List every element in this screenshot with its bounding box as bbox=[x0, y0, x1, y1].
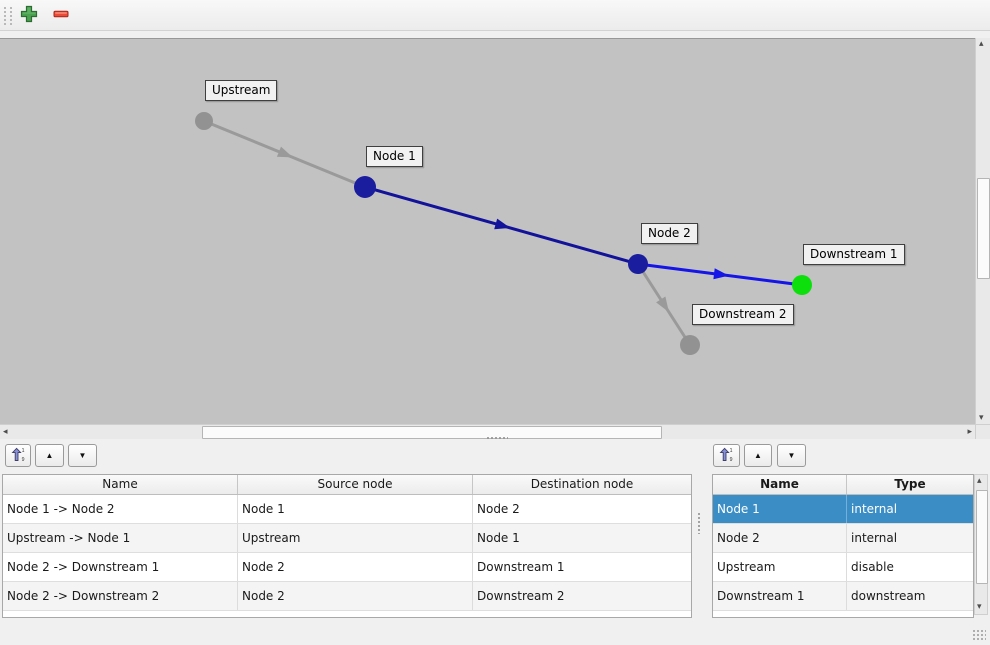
table-cell[interactable]: downstream bbox=[851, 589, 926, 603]
edge-arrow-icon bbox=[656, 296, 669, 313]
graph-vertical-scrollbar[interactable]: ▴ ▾ bbox=[975, 38, 990, 425]
graph-svg bbox=[195, 112, 812, 355]
up-triangle-icon: ▲ bbox=[754, 450, 762, 460]
horizontal-splitter-handle[interactable] bbox=[486, 436, 508, 440]
scrollbar-corner bbox=[975, 424, 990, 439]
node-label[interactable]: Node 1 bbox=[366, 146, 423, 167]
scroll-left-icon[interactable]: ◂ bbox=[3, 427, 8, 437]
table-cell[interactable]: Upstream -> Node 1 bbox=[3, 524, 238, 552]
table-cell[interactable]: Node 1 bbox=[477, 531, 520, 545]
table-row[interactable]: Node 2 internal bbox=[713, 524, 973, 553]
node-label[interactable]: Node 2 bbox=[641, 223, 698, 244]
plus-icon bbox=[20, 5, 38, 26]
toolbar-drag-handle[interactable] bbox=[4, 7, 12, 25]
nodes-table-scrollbar[interactable]: ▴ ▾ bbox=[974, 474, 988, 615]
table-cell[interactable]: Node 2 bbox=[238, 582, 473, 610]
table-row[interactable]: Node 1 internal bbox=[713, 495, 973, 524]
svg-text:1: 1 bbox=[730, 448, 733, 454]
down-triangle-icon: ▼ bbox=[787, 450, 796, 460]
graph-node[interactable] bbox=[792, 275, 812, 295]
graph-horizontal-scrollbar[interactable]: ◂ ▸ bbox=[0, 424, 975, 439]
scroll-right-icon[interactable]: ▸ bbox=[967, 427, 972, 437]
column-header-name[interactable]: Name bbox=[713, 475, 847, 494]
move-node-down-button[interactable]: ▼ bbox=[777, 444, 806, 467]
horizontal-scrollbar-thumb[interactable] bbox=[202, 426, 662, 439]
graph-node[interactable] bbox=[354, 176, 376, 198]
table-cell[interactable]: disable bbox=[851, 560, 894, 574]
column-header-source-node[interactable]: Source node bbox=[238, 475, 473, 494]
add-button[interactable] bbox=[17, 4, 41, 27]
table-cell[interactable]: internal bbox=[851, 502, 898, 516]
table-cell[interactable]: Node 1 bbox=[713, 495, 847, 523]
edges-table-header: Name Source node Destination node bbox=[3, 475, 691, 495]
up-triangle-icon: ▲ bbox=[45, 450, 54, 460]
table-cell[interactable]: Node 2 bbox=[713, 524, 847, 552]
table-row[interactable]: Upstream disable bbox=[713, 553, 973, 582]
graph-node[interactable] bbox=[680, 335, 700, 355]
vertical-scrollbar-thumb[interactable] bbox=[977, 178, 990, 279]
move-edge-up-button[interactable]: ▲ bbox=[35, 444, 64, 467]
edge-arrow-icon bbox=[494, 218, 511, 230]
scroll-up-icon[interactable]: ▴ bbox=[979, 39, 984, 49]
sort-nodes-button[interactable]: 1 9 bbox=[713, 444, 740, 467]
sort-ascending-icon: 1 9 bbox=[719, 447, 734, 465]
node-label[interactable]: Downstream 2 bbox=[692, 304, 794, 325]
table-cell[interactable]: internal bbox=[851, 531, 898, 545]
down-triangle-icon: ▼ bbox=[78, 450, 87, 460]
graph-node[interactable] bbox=[628, 254, 648, 274]
edge-arrow-icon bbox=[276, 146, 293, 158]
table-cell[interactable]: Downstream 1 bbox=[477, 560, 565, 574]
table-cell[interactable]: Upstream bbox=[238, 524, 473, 552]
column-header-type[interactable]: Type bbox=[894, 477, 926, 491]
table-cell[interactable]: Upstream bbox=[713, 553, 847, 581]
column-header-destination-node[interactable]: Destination node bbox=[530, 477, 634, 491]
table-cell[interactable]: Node 2 -> Downstream 1 bbox=[3, 553, 238, 581]
scroll-down-icon[interactable]: ▾ bbox=[979, 413, 984, 423]
panel-splitter-handle[interactable] bbox=[697, 512, 701, 534]
nodes-table-header: Name Type bbox=[713, 475, 973, 495]
scroll-up-icon[interactable]: ▴ bbox=[977, 476, 982, 486]
vertical-scrollbar-thumb[interactable] bbox=[976, 490, 988, 584]
graph-node[interactable] bbox=[195, 112, 213, 130]
edge-arrow-icon bbox=[713, 268, 729, 280]
column-header-name[interactable]: Name bbox=[3, 475, 238, 494]
sort-edges-button[interactable]: 1 9 bbox=[5, 444, 31, 467]
resize-grip[interactable] bbox=[972, 629, 986, 641]
svg-text:1: 1 bbox=[21, 448, 24, 454]
table-cell[interactable]: Node 1 -> Node 2 bbox=[3, 495, 238, 523]
table-cell[interactable]: Node 1 bbox=[238, 495, 473, 523]
svg-text:9: 9 bbox=[21, 457, 24, 462]
main-toolbar bbox=[0, 0, 990, 31]
table-cell[interactable]: Downstream 1 bbox=[713, 582, 847, 610]
scroll-down-icon[interactable]: ▾ bbox=[977, 602, 982, 612]
table-cell[interactable]: Node 2 bbox=[477, 502, 520, 516]
table-cell[interactable]: Downstream 2 bbox=[477, 589, 565, 603]
remove-button[interactable] bbox=[49, 4, 73, 27]
table-cell[interactable]: Node 2 -> Downstream 2 bbox=[3, 582, 238, 610]
table-cell[interactable]: Node 2 bbox=[238, 553, 473, 581]
move-edge-down-button[interactable]: ▼ bbox=[68, 444, 97, 467]
node-label[interactable]: Upstream bbox=[205, 80, 278, 101]
node-label[interactable]: Downstream 1 bbox=[803, 244, 905, 265]
sort-ascending-icon: 1 9 bbox=[11, 447, 26, 465]
minus-icon bbox=[53, 6, 69, 25]
move-node-up-button[interactable]: ▲ bbox=[744, 444, 772, 467]
table-row[interactable]: Downstream 1 downstream bbox=[713, 582, 973, 611]
svg-text:9: 9 bbox=[730, 457, 733, 462]
edges-table: Name Source node Destination node Node 1… bbox=[2, 474, 692, 618]
